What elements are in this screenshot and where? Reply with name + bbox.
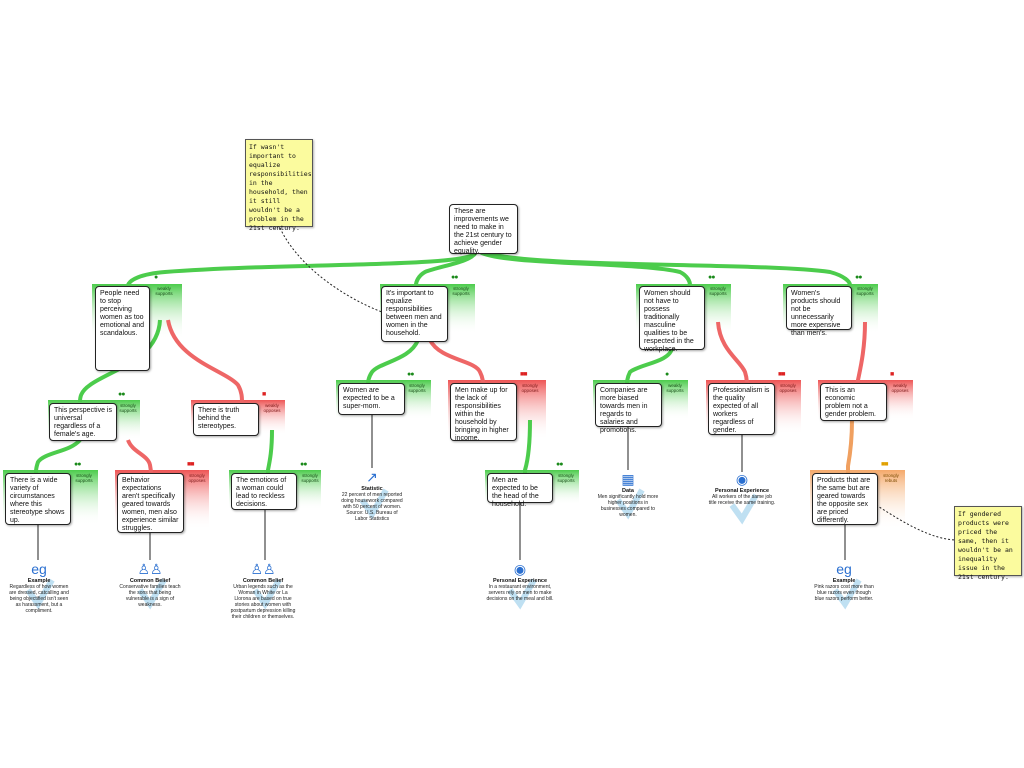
strength-dots: ■ (262, 391, 266, 398)
rel-strongly-supports-c5: strongly supports (119, 403, 137, 413)
rel-strongly-supports-c15: strongly supports (557, 473, 575, 483)
claim-masculine-qualities[interactable]: Women should not have to possess traditi… (639, 286, 705, 353)
eg-icon: eg (836, 561, 852, 577)
evidence-type: Common Belief (129, 578, 171, 584)
rel-strongly-supports-c7: strongly supports (408, 383, 426, 393)
rel-strongly-supports-c4: strongly supports (856, 286, 874, 296)
note-pricing[interactable]: If gendered products were priced the sam… (954, 506, 1022, 581)
claim-products-priced[interactable]: Products that are the same but are geare… (812, 473, 878, 525)
claim-stop-perceiving[interactable]: People need to stop perceiving women as … (95, 286, 150, 371)
evidence-text: Conservative families teach the sons tha… (119, 584, 181, 608)
claim-men-income[interactable]: Men make up for the lack of responsibili… (450, 383, 517, 442)
evidence-connectors (37, 415, 846, 560)
rel-weakly-supports-c1: weakly supports (155, 286, 173, 296)
root-connectors (126, 250, 852, 287)
evidence-type: Personal Experience (714, 488, 770, 494)
claim-universal-age[interactable]: This perspective is universal regardless… (49, 403, 117, 441)
root-claim[interactable]: These are improvements we need to make i… (449, 204, 518, 255)
evidence-text: Pink razors cost more than blue razors e… (814, 584, 874, 602)
strength-dots: ●● (556, 461, 564, 468)
rel-strongly-rebuts-c16: strongly rebuts (883, 473, 899, 483)
rel-strongly-opposes-c8: strongly opposes (521, 383, 539, 393)
strength-dots: ●● (855, 274, 863, 281)
evidence-checkmarks (25, 488, 862, 610)
evidence-text: 22 percent of men reported doing housewo… (341, 492, 403, 522)
evidence-example-catcalling[interactable]: eg Example Regardless of how women are d… (8, 562, 70, 614)
strength-dots: ● (665, 371, 669, 378)
eye-icon: ◉ (735, 471, 749, 487)
claim-equalize-household[interactable]: It's important to equalize responsibilit… (381, 286, 448, 342)
claim-companies-biased[interactable]: Companies are more biased towards men in… (595, 383, 662, 434)
eg-icon: eg (31, 561, 47, 577)
evidence-text: Men significantly hold more higher posit… (597, 494, 659, 518)
strength-dots: ■■ (187, 461, 195, 468)
evidence-text: Urban legends such as the Woman in White… (230, 584, 296, 620)
doc-icon: ▦ (621, 471, 635, 487)
evidence-type: Common Belief (242, 578, 284, 584)
eye-icon: ◉ (513, 561, 527, 577)
claim-products-expensive[interactable]: Women's products should not be unnecessa… (786, 286, 852, 337)
claim-professionalism[interactable]: Professionalism is the quality expected … (708, 383, 775, 435)
evidence-experience-training[interactable]: ◉ Personal Experience All workers of the… (708, 472, 776, 506)
evidence-data-positions[interactable]: ▦ Data Men significantly hold more highe… (596, 472, 660, 518)
claim-economic-problem[interactable]: This is an economic problem not a gender… (820, 383, 887, 421)
rel-strongly-supports-c14: strongly supports (301, 473, 319, 483)
evidence-text: Regardless of how women are dressed, cat… (9, 584, 69, 614)
people-icon: ♙♙ (137, 561, 163, 577)
strength-dots: ●● (407, 371, 415, 378)
evidence-belief-sons[interactable]: ♙♙ Common Belief Conservative families t… (118, 562, 182, 608)
evidence-belief-legends[interactable]: ♙♙ Common Belief Urban legends such as t… (230, 562, 296, 620)
evidence-statistic-housework[interactable]: ↗ Statistic 22 percent of men reported d… (340, 470, 404, 522)
rel-strongly-opposes-c13: strongly opposes (188, 473, 206, 483)
strength-dots: ■■ (778, 371, 786, 378)
evidence-text: All workers of the same job title receiv… (708, 494, 776, 506)
people-icon: ♙♙ (250, 561, 276, 577)
claim-emotions-reckless[interactable]: The emotions of a woman could lead to re… (231, 473, 297, 510)
evidence-text: In a restaurant environment, servers rel… (486, 584, 554, 602)
claim-truth-stereotypes[interactable]: There is truth behind the stereotypes. (193, 403, 259, 436)
strength-dots: ●● (451, 274, 459, 281)
strength-dots: ■ (890, 371, 894, 378)
strength-dots: ●● (118, 391, 126, 398)
strength-dots: ●● (74, 461, 82, 468)
claim-wide-variety[interactable]: There is a wide variety of circumstances… (5, 473, 71, 525)
claim-super-mom[interactable]: Women are expected to be a super-mom. (338, 383, 405, 415)
evidence-type: Data (622, 488, 634, 494)
claim-head-household[interactable]: Men are expected to be the head of the h… (487, 473, 553, 508)
chart-icon: ↗ (366, 469, 378, 485)
rel-strongly-supports-c2: strongly supports (452, 286, 470, 296)
strength-dots: ●● (708, 274, 716, 281)
note-connectors (279, 227, 959, 541)
claim-behavior-expectations[interactable]: Behavior expectations aren't specificall… (117, 473, 184, 533)
evidence-type: Personal Experience (492, 578, 548, 584)
child-connectors (34, 319, 867, 475)
evidence-type: Statistic (361, 486, 383, 492)
note-household[interactable]: If wasn't important to equalize responsi… (245, 139, 313, 232)
rel-strongly-supports-c3: strongly supports (709, 286, 727, 296)
rel-strongly-supports-c12: strongly supports (75, 473, 93, 483)
strength-dots: ■■ (520, 371, 528, 378)
evidence-example-razors[interactable]: eg Example Pink razors cost more than bl… (812, 562, 876, 602)
strength-dots: ●● (300, 461, 308, 468)
strength-dots: ● (154, 274, 158, 281)
evidence-type: Example (832, 578, 856, 584)
strength-dots: ■■ (881, 461, 889, 468)
rel-strongly-opposes-c10: strongly opposes (779, 383, 797, 393)
rel-weakly-supports-c9: weakly supports (666, 383, 684, 393)
rel-weakly-opposes-c11: weakly opposes (891, 383, 909, 393)
rel-weakly-opposes-c6: weakly opposes (263, 403, 281, 413)
evidence-experience-restaurant[interactable]: ◉ Personal Experience In a restaurant en… (486, 562, 554, 602)
evidence-type: Example (27, 578, 51, 584)
